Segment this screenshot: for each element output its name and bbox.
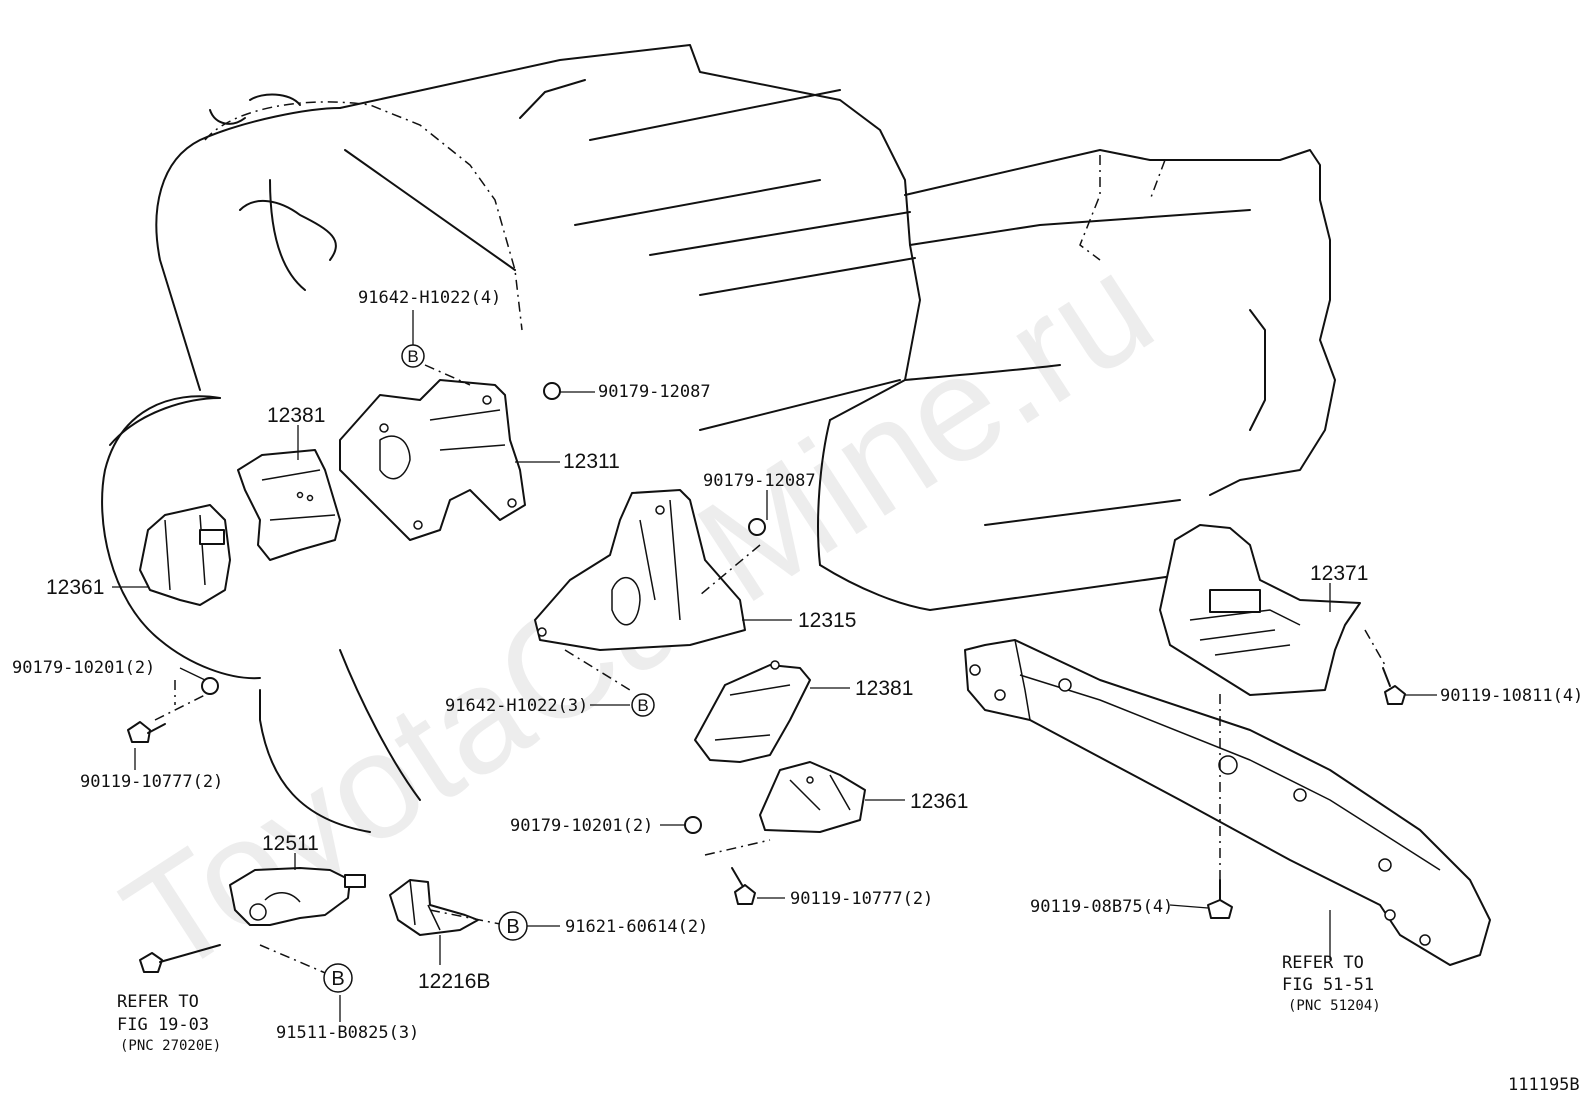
label-90179-10201-2-a: 90179-10201(2) bbox=[12, 658, 155, 678]
label-90179-12087-b: 90179-12087 bbox=[703, 471, 816, 491]
part-12216b-bracket bbox=[389, 879, 479, 936]
ref-left-line3: (PNC 27020E) bbox=[120, 1038, 221, 1054]
label-90119-08b75-4: 90119-08B75(4) bbox=[1030, 897, 1173, 917]
label-90179-10201-2-b: 90179-10201(2) bbox=[510, 816, 653, 836]
fasteners bbox=[127, 382, 1406, 973]
ref-left-line1: REFER TO bbox=[117, 992, 199, 1012]
bolt-90119-10777-b bbox=[734, 884, 756, 905]
label-91642-h1022-4: 91642-H1022(4) bbox=[358, 288, 501, 308]
part-12311-bracket bbox=[339, 379, 526, 541]
label-90179-12087-a: 90179-12087 bbox=[598, 382, 711, 402]
bolt-90119-10777-a bbox=[127, 721, 151, 743]
bolt-90119-08b75 bbox=[1207, 899, 1233, 919]
label-90119-10811-4: 90119-10811(4) bbox=[1440, 686, 1583, 706]
flywheel-outline bbox=[101, 395, 421, 833]
label-12371: 12371 bbox=[1310, 562, 1368, 585]
label-91642-h1022-3: 91642-H1022(3) bbox=[445, 696, 588, 716]
label-91511-b0825-3: 91511-B0825(3) bbox=[276, 1023, 419, 1043]
label-12311: 12311 bbox=[563, 450, 620, 473]
label-12216b: 12216B bbox=[418, 970, 490, 993]
label-12361-b: 12361 bbox=[910, 790, 968, 813]
b-callout-4: B bbox=[323, 963, 353, 993]
nut-90179-10201-a bbox=[201, 677, 219, 695]
b-callout-1: B bbox=[401, 344, 425, 368]
b-callout-2: B bbox=[631, 693, 655, 717]
part-crossmember bbox=[964, 639, 1491, 966]
label-12361-a: 12361 bbox=[46, 576, 104, 599]
part-12315-bracket bbox=[534, 489, 746, 651]
leader-lines bbox=[112, 310, 1437, 1022]
part-12361-mount-center bbox=[759, 761, 866, 833]
part-12371-rear-mount bbox=[1159, 524, 1361, 696]
ref-right-line2: FIG 51-51 bbox=[1282, 975, 1374, 995]
bolt-refer-19-03 bbox=[139, 952, 163, 973]
nut-90179-10201-b bbox=[684, 816, 702, 834]
ref-right-line1: REFER TO bbox=[1282, 953, 1364, 973]
b-callout-3: B bbox=[498, 911, 528, 941]
figure-id: 111195B bbox=[1508, 1075, 1580, 1095]
label-91621-60614-2: 91621-60614(2) bbox=[565, 917, 708, 937]
b-callout-letter: B bbox=[506, 916, 519, 938]
label-12315: 12315 bbox=[798, 609, 856, 632]
engine-outline bbox=[155, 44, 1336, 611]
ref-left-line2: FIG 19-03 bbox=[117, 1015, 209, 1035]
nut-90179-12087-a bbox=[543, 382, 561, 400]
label-90119-10777-2-b: 90119-10777(2) bbox=[790, 889, 933, 909]
part-12511-bracket bbox=[229, 867, 366, 926]
bolt-90119-10811 bbox=[1384, 685, 1406, 705]
b-callout-letter: B bbox=[331, 968, 344, 990]
nut-90179-12087-b bbox=[748, 518, 766, 536]
label-12381-a: 12381 bbox=[267, 404, 325, 427]
label-12511: 12511 bbox=[262, 832, 319, 855]
label-12381-b: 12381 bbox=[855, 677, 913, 700]
part-12381-insulator-center bbox=[694, 660, 811, 763]
ref-right-line3: (PNC 51204) bbox=[1288, 998, 1381, 1014]
b-callout-letter: B bbox=[407, 347, 418, 366]
part-12361-mount-left bbox=[139, 504, 231, 606]
b-callout-letter: B bbox=[637, 696, 648, 715]
label-90119-10777-2-a: 90119-10777(2) bbox=[80, 772, 223, 792]
part-labels: 91642-H1022(4) 90179-12087 12381 12311 9… bbox=[12, 288, 1583, 1095]
part-12381-insulator-left bbox=[237, 449, 341, 561]
